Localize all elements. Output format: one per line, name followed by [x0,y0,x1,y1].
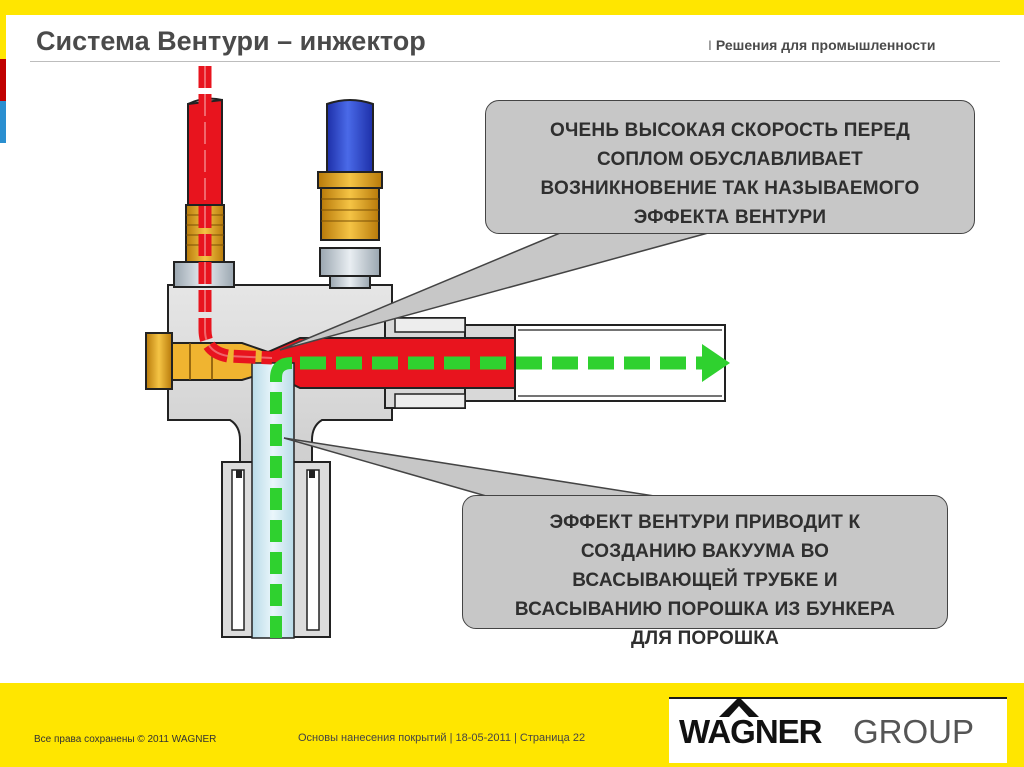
callout-venturi-vacuum: ЭФФЕКТ ВЕНТУРИ ПРИВОДИТ К СОЗДАНИЮ ВАКУУ… [462,495,948,649]
wagner-group-logo: WAGNER GROUP [669,697,1007,763]
footer-info: Основы нанесения покрытий | 18-05-2011 |… [298,732,586,744]
air-flow-path [198,66,273,365]
logo-wagner-text: WAGNER [679,713,822,750]
powder-flow-path [270,344,730,638]
callout-venturi-velocity: ОЧЕНЬ ВЫСОКАЯ СКОРОСТЬ ПЕРЕД СОПЛОМ ОБУС… [485,100,975,234]
secondary-air-fitting [317,99,383,289]
subtitle-separator: I [708,37,712,53]
callout-2-pointer [283,437,681,501]
outlet-hose [514,324,726,402]
wagner-logo-mark [719,697,759,717]
flow-direction-arrow [702,344,730,382]
left-accent-yellow [0,15,6,59]
footer-copyright: Все права сохранены © 2011 WAGNER [34,734,217,745]
title-divider [30,61,1000,62]
top-accent-bar [0,0,1024,15]
logo-group-text: GROUP [853,713,975,750]
left-accent-red [0,59,6,101]
left-accent-blue [0,101,6,143]
subtitle-text: Решения для промышленности [715,37,936,53]
slide-title: Система Вентури – инжектор [36,26,426,56]
